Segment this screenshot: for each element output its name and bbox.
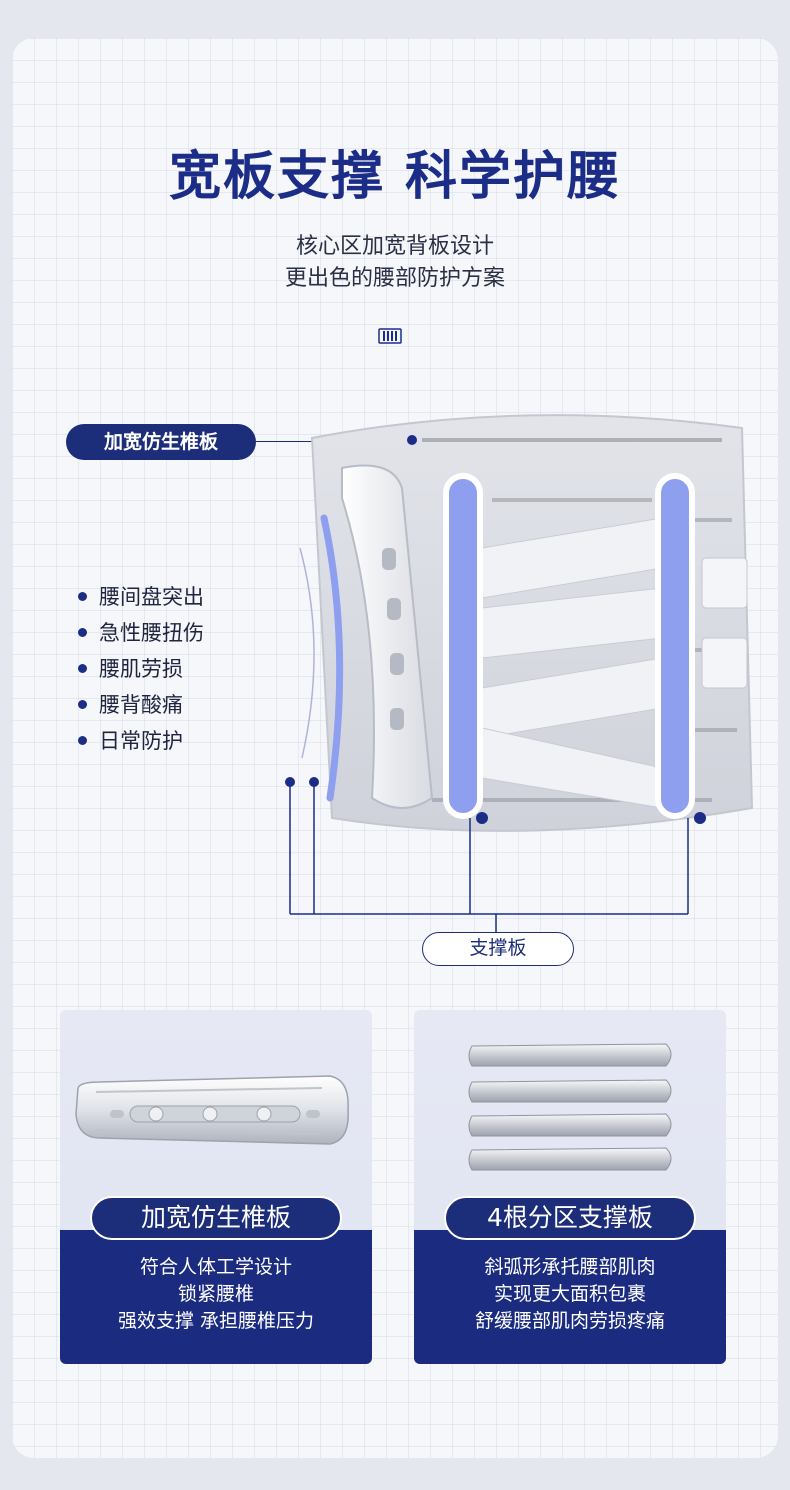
vertebra-plate-callout: 加宽仿生椎板 (66, 424, 256, 460)
headline: 宽板支撑 科学护腰 (168, 147, 622, 207)
panel-description: 斜弧形承托腰部肌肉 实现更大面积包裹 舒缓腰部肌肉劳损疼痛 (474, 1256, 665, 1332)
panel-title: 4根分区支撑板 (444, 1196, 696, 1240)
bullet-dot-icon (78, 591, 87, 601)
panel-description: 符合人体工学设计 锁紧腰椎 强效支撑 承担腰椎压力 (117, 1256, 315, 1332)
feature-panel-support-stays: 4根分区支撑板 斜弧形承托腰部肌肉 实现更大面积包裹 舒缓腰部肌肉劳损疼痛 (414, 1010, 726, 1364)
panel-text-band (414, 1230, 726, 1364)
bullet-dot-icon (78, 627, 87, 637)
bullet-dot-icon (78, 663, 87, 673)
support-stays-image (468, 1043, 672, 1171)
product-card: 宽板支撑 科学护腰 核心区加宽背板设计 更出色的腰部防护方案 加宽仿生椎板 腰间… (12, 38, 778, 1458)
list-item: 腰肌劳损 (78, 650, 204, 686)
bullet-dot-icon (78, 699, 87, 709)
list-item: 日常防护 (78, 722, 204, 758)
barcode-icon (378, 328, 402, 344)
list-item: 急性腰扭伤 (78, 614, 204, 650)
list-item: 腰间盘突出 (78, 578, 204, 614)
panel-title: 加宽仿生椎板 (90, 1196, 342, 1240)
vertebra-plate-image (75, 1075, 349, 1145)
panel-text-band (60, 1230, 372, 1364)
support-plate-callout: 支撑板 (422, 932, 574, 966)
symptom-list: 腰间盘突出 急性腰扭伤 腰肌劳损 腰背酸痛 日常防护 (78, 578, 204, 758)
feature-panel-vertebra-plate: 加宽仿生椎板 符合人体工学设计 锁紧腰椎 强效支撑 承担腰椎压力 (60, 1010, 372, 1364)
lumbar-belt-illustration (299, 414, 754, 832)
list-item: 腰背酸痛 (78, 686, 204, 722)
subtitle-line-1: 核心区加宽背板设计 (295, 234, 494, 259)
subtitle-line-2: 更出色的腰部防护方案 (284, 266, 505, 291)
bullet-dot-icon (78, 735, 87, 745)
